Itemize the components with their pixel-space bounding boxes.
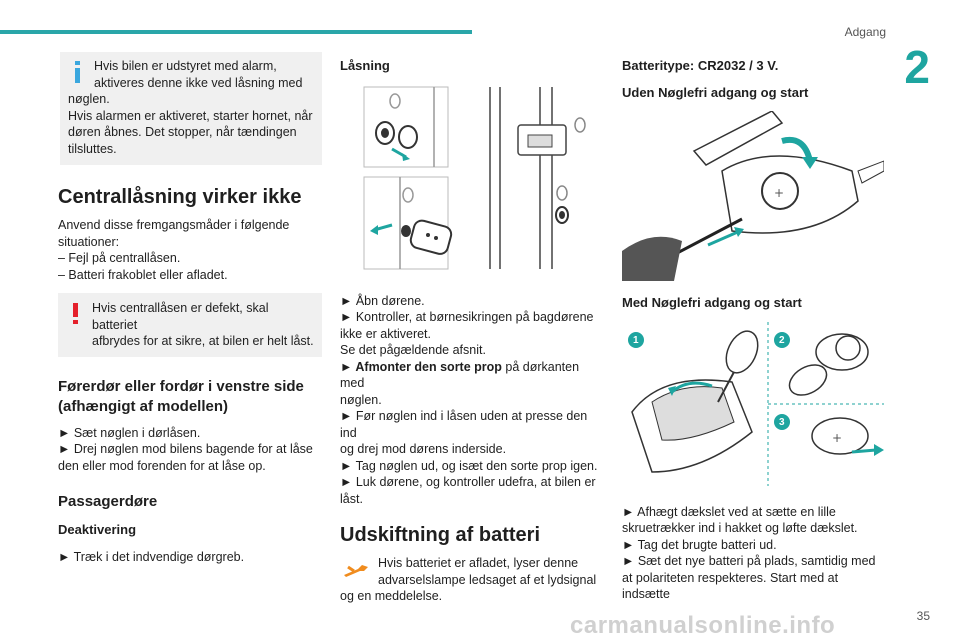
step-line: ► Åbn dørene. xyxy=(340,293,425,308)
battery-line: Hvis batteriet er afladet, lyser denne xyxy=(378,556,579,570)
keyless-battery-drawing: + xyxy=(628,321,884,486)
step-badge xyxy=(774,331,790,348)
driver-door-steps: ► Sæt nøglen i dørlåsen. ► Drej nøglen m… xyxy=(58,425,322,475)
heading-central-locking: Centrallåsning virker ikke xyxy=(58,186,302,208)
key-battery-drawing: + xyxy=(622,111,884,281)
keyless-battery-illustration: + 1 2 3 xyxy=(622,321,884,492)
warning-line: Hvis centrallåsen er defekt, skal batter… xyxy=(92,301,269,332)
step-line: låst. xyxy=(340,491,363,506)
battery-type: Batteritype: CR2032 / 3 V. xyxy=(622,58,779,73)
step-line: Se det pågældende afsnit. xyxy=(340,343,486,357)
battery-line: advarselslampe ledsaget af et lydsignal xyxy=(378,572,597,587)
column-1: Hvis bilen er udstyret med alarm, aktive… xyxy=(58,52,322,565)
heading-driver-door: Førerdør eller fordør i venstre side (af… xyxy=(58,377,304,415)
locking-steps: ► Åbn dørene. ► Kontroller, at børnesikr… xyxy=(340,293,606,508)
heading-with-keyless: Med Nøglefri adgang og start xyxy=(622,295,802,310)
step-line: ► Sæt nøglen i dørlåsen. xyxy=(58,425,201,440)
step-line: ► Afhægt dækslet ved at sætte en lille xyxy=(622,504,836,519)
alarm-line: tilsluttes. xyxy=(68,141,117,156)
step-line: ► Drej nøglen mod bilens bagende for at … xyxy=(58,442,313,456)
alarm-line: aktiveres denne ikke ved låsning med xyxy=(94,75,303,90)
heading-battery-replacement: Udskiftning af batteri xyxy=(340,524,541,546)
badge-1-label: 1 xyxy=(633,334,639,346)
intro-line: – Fejl på centrallåsen. xyxy=(58,251,181,265)
step-line: og drej mod dørens inderside. xyxy=(340,442,507,456)
alarm-line: Hvis bilen er udstyret med alarm, xyxy=(94,59,277,73)
svg-text:+: + xyxy=(832,431,842,445)
wrench-warning-icon xyxy=(340,557,372,585)
alarm-line: døren åbnes. Det stopper, når tændingen xyxy=(68,125,297,139)
step-line: nøglen. xyxy=(340,392,382,407)
header-accent-bar xyxy=(0,30,472,34)
warning-line: afbrydes for at sikre, at bilen er helt … xyxy=(92,334,314,348)
page-number: 35 xyxy=(916,609,930,623)
keyless-steps: ► Afhægt dækslet ved at sætte en lille s… xyxy=(622,504,884,603)
heading-locking: Låsning xyxy=(340,58,390,73)
step-line: ► Afmonter den sorte prop på dørkanten m… xyxy=(340,359,606,392)
warning-box: Hvis centrallåsen er defekt, skal batter… xyxy=(58,293,322,357)
door-lock-drawing xyxy=(363,86,586,269)
heading-deactivation: Deaktivering xyxy=(58,522,137,537)
column-3: Batteritype: CR2032 / 3 V. Uden Nøglefri… xyxy=(622,58,884,603)
section-name: Adgang xyxy=(844,25,886,39)
battery-warning-text: Hvis batteriet er afladet, lyser denne a… xyxy=(340,555,606,605)
step-line: ► Træk i det indvendige dørgreb. xyxy=(58,549,245,564)
warning-exclamation-icon xyxy=(73,303,78,324)
heading-without-keyless: Uden Nøglefri adgang og start xyxy=(622,84,809,100)
step-line: ► Sæt det nye batteri på plads, samtidig… xyxy=(622,554,876,568)
step-line: ► Luk dørene, og kontroller udefra, at b… xyxy=(340,475,596,489)
svg-text:+: + xyxy=(774,186,784,200)
step-line: ► Tag det brugte batteri ud. xyxy=(622,537,777,552)
intro-line: Anvend disse fremgangsmåder i følgende xyxy=(58,218,290,232)
alarm-line: Hvis alarmen er aktiveret, starter horne… xyxy=(68,108,313,123)
step-line: skruetrækker ind i hakket og løfte dæksl… xyxy=(622,521,858,535)
info-icon xyxy=(75,61,80,83)
step-line: ikke er aktiveret. xyxy=(340,326,432,341)
step-line: den eller mod forenden for at låse op. xyxy=(58,458,266,473)
step-line: at polariteten respekteres. Start med at… xyxy=(622,570,839,602)
column-2: Låsning xyxy=(340,58,606,605)
chapter-number: 2 xyxy=(904,41,930,93)
intro-line: situationer: xyxy=(58,234,120,249)
step-line: ► Tag nøglen ud, og isæt den sorte prop … xyxy=(340,458,598,473)
heading-passenger-doors: Passagerdøre xyxy=(58,493,158,510)
step-line: ► Kontroller, at børnesikringen på bagdø… xyxy=(340,310,594,324)
step-badge xyxy=(628,331,644,348)
intro-line: – Batteri frakoblet eller afladet. xyxy=(58,267,228,282)
battery-line: og en meddelelse. xyxy=(340,589,443,603)
badge-3-label: 3 xyxy=(779,416,785,428)
bold-text: ► Afmonter den sorte prop xyxy=(340,359,502,374)
intro-text: Anvend disse fremgangsmåder i følgende s… xyxy=(58,217,322,283)
key-battery-illustration: + xyxy=(622,111,884,281)
site-watermark: carmanualsonline.info xyxy=(570,612,836,639)
alarm-info-box: Hvis bilen er udstyret med alarm, aktive… xyxy=(60,52,322,165)
step-text: på dørkanten med xyxy=(340,359,580,391)
step-line: ► Før nøglen ind i låsen uden at presse … xyxy=(340,409,588,440)
door-lock-illustration xyxy=(340,85,606,275)
alarm-line: nøglen. xyxy=(68,92,110,106)
badge-2-label: 2 xyxy=(779,334,785,346)
step-badge xyxy=(774,413,790,430)
